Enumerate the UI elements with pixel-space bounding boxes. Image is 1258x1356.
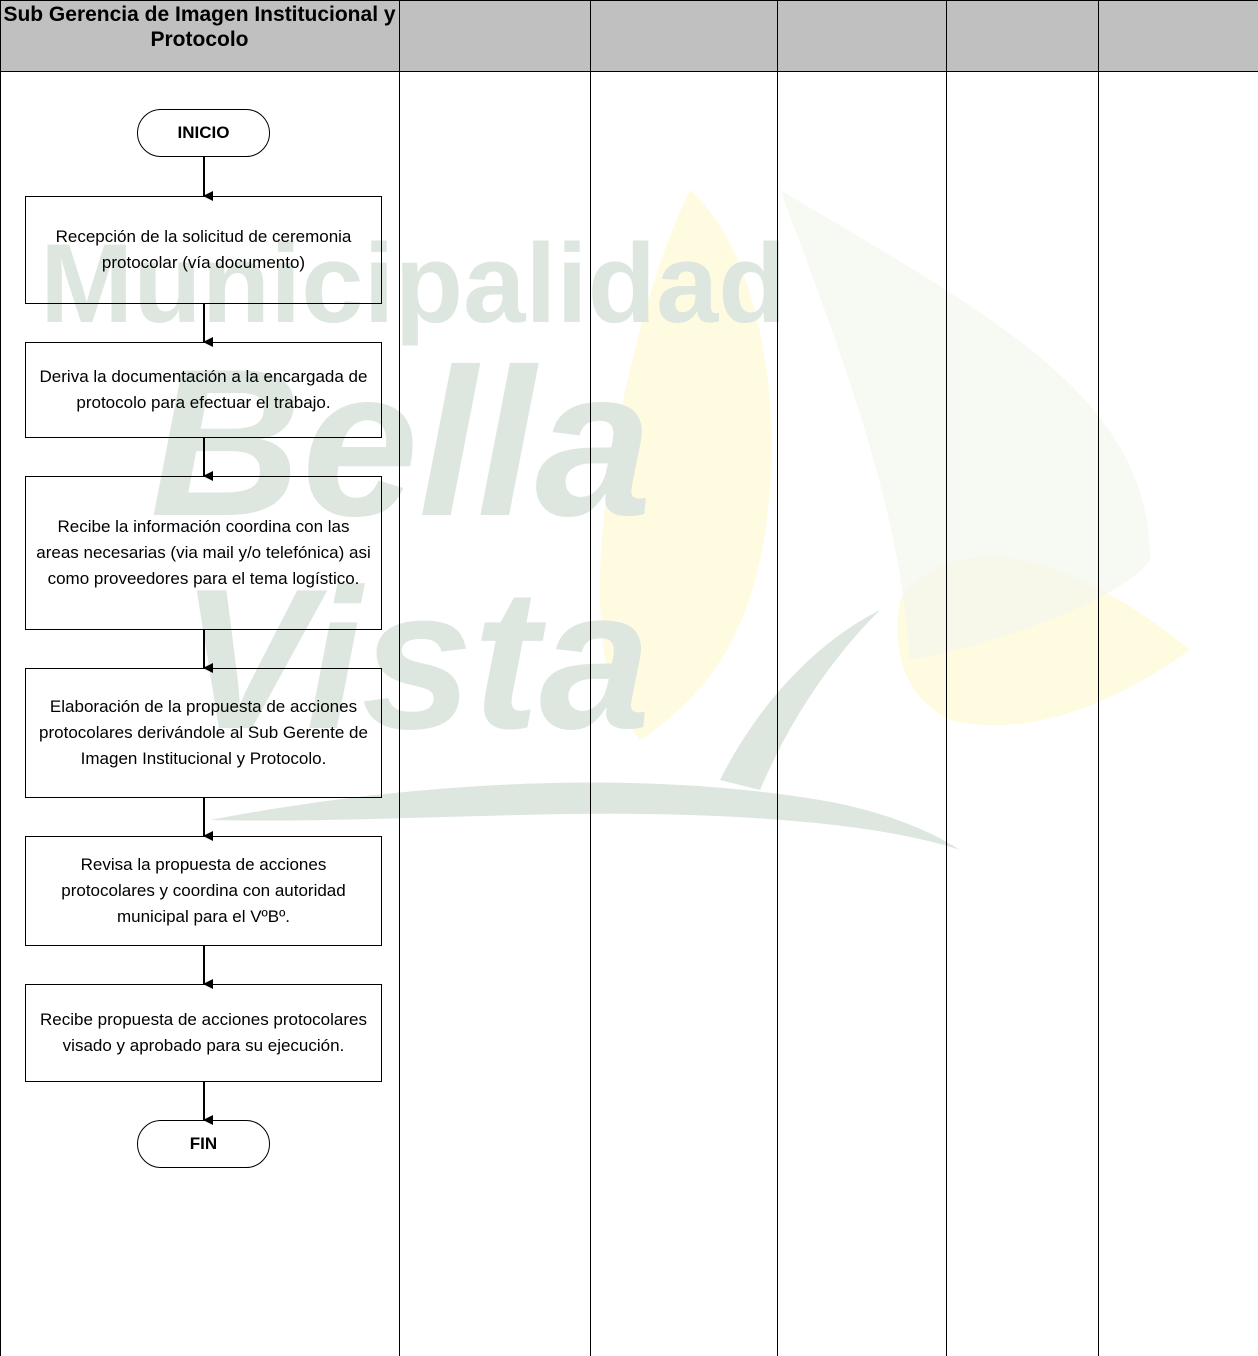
top-border [0, 0, 1258, 1]
process-step: Revisa la propuesta de acciones protocol… [25, 836, 382, 946]
end-terminator: FIN [137, 1120, 270, 1168]
lane-divider [946, 0, 947, 1356]
lane-divider [777, 0, 778, 1356]
process-step: Recibe propuesta de acciones protocolare… [25, 984, 382, 1082]
process-step: Recibe la información coordina con las a… [25, 476, 382, 630]
lane-divider [0, 0, 1, 1356]
process-step: Elaboración de la propuesta de acciones … [25, 668, 382, 798]
process-step: Deriva la documentación a la encargada d… [25, 342, 382, 438]
process-step: Recepción de la solicitud de ceremonia p… [25, 196, 382, 304]
lane-divider [399, 0, 400, 1356]
lane-title: Sub Gerencia de Imagen Institucional y P… [3, 3, 396, 51]
lane-header-row [0, 0, 1258, 72]
lane-divider [590, 0, 591, 1356]
lane-divider [1098, 0, 1099, 1356]
start-terminator: INICIO [137, 109, 270, 157]
